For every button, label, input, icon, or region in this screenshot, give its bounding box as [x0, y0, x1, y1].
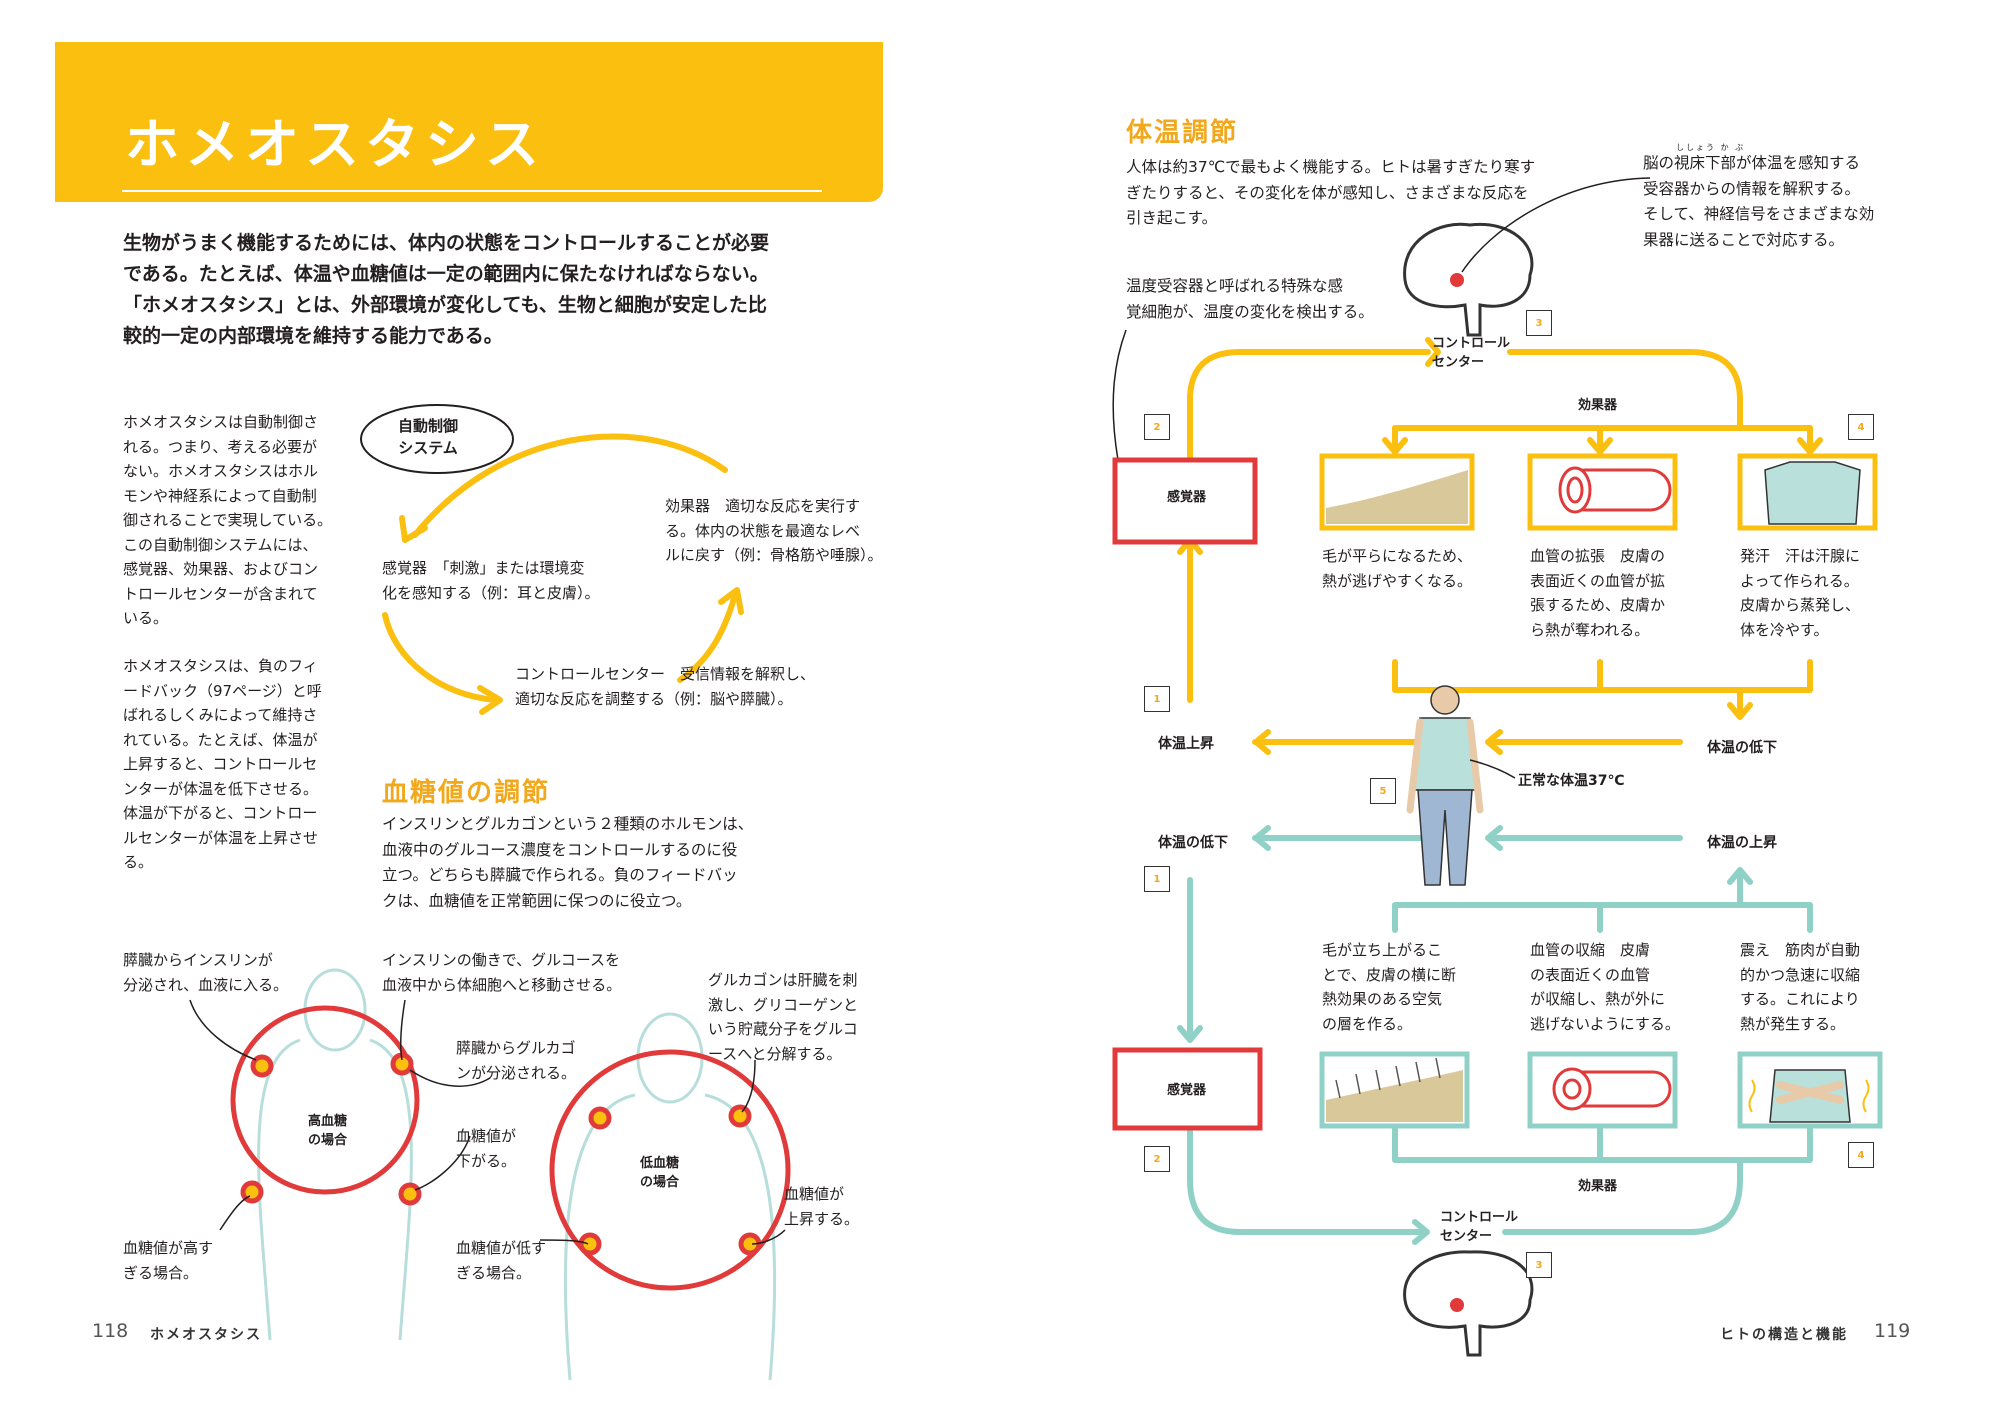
sweat-shirt-illustration — [1764, 461, 1861, 525]
step-number-4-top: 4 — [1848, 414, 1874, 440]
low-sugar-loop — [549, 1049, 791, 1291]
brain-bottom — [1403, 1250, 1534, 1357]
label-normal-temp: 正常な体温37℃ — [1518, 773, 1625, 789]
cold-loop — [1177, 825, 1813, 1245]
hot-sweat-text: 発汗 汗は汗腺に よって作られる。 皮膚から蒸発し、 体を冷やす。 — [1740, 547, 1861, 639]
step-number-1-top: 1 — [1144, 686, 1170, 712]
cycle-arrowhead-left — [477, 685, 503, 715]
cycle-arrowhead-top — [399, 515, 428, 543]
ruby-annotation: ししょう か ぶ — [1676, 143, 1746, 152]
label-insulin-release: 膵臓からインスリンが 分泌され、血液に入る。 — [123, 951, 289, 994]
vessel-constricted-illustration — [1552, 1067, 1672, 1111]
step-number-4-bottom: 4 — [1848, 1142, 1874, 1168]
skin-raised-illustration — [1326, 1057, 1463, 1122]
hot-loop — [1177, 337, 1823, 755]
page-number-left: 118 — [92, 1320, 129, 1342]
step-number-1-bottom: 1 — [1144, 866, 1170, 892]
hot-vessels-text: 血管の拡張 皮膚の 表面近くの血管が拡 張するため、皮膚か ら熱が奪われる。 — [1530, 547, 1666, 639]
page-number-right: 119 — [1874, 1320, 1911, 1342]
label-low-case: 低血糖 の場合 — [640, 1156, 680, 1190]
control-center-bottom: コントロール センター — [1440, 1210, 1519, 1244]
step-number-2-bottom: 2 — [1144, 1146, 1170, 1172]
label-high-case: 高血糖 の場合 — [308, 1114, 348, 1148]
label-sugar-drops: 血糖値が 下がる。 — [456, 1127, 517, 1170]
cycle-effector-text: 効果器 適切な反応を実行す る。体内の状態を最適なレベ ルに戻す（例：骨格筋や唾… — [665, 497, 883, 564]
title-band — [55, 42, 893, 202]
footer-right: ヒトの構造と機能 — [1720, 1327, 1848, 1343]
temperature-intro: 人体は約37℃で最もよく機能する。ヒトは暑すぎたり寒す ぎたりすると、その変化を… — [1126, 158, 1536, 227]
temperature-heading: 体温調節 — [1126, 118, 1239, 148]
high-sugar-loop — [230, 1005, 420, 1195]
label-high-sugar: 血糖値が高す ぎる場合。 — [123, 1239, 214, 1282]
cycle-arrow-top — [412, 433, 728, 538]
receptor-note: 温度受容器と呼ばれる特殊な感 覚細胞が、温度の変化を検出する。 — [1126, 277, 1374, 321]
label-insulin-action: インスリンの働きで、グルコースを 血液中から体細胞へと移動させる。 — [382, 951, 622, 994]
body-outline-low — [563, 1012, 777, 1381]
cold-hair-text: 毛が立ち上がるこ とで、皮膚の横に断 熱効果のある空気 の層を作る。 — [1322, 941, 1456, 1033]
sensor-label-top: 感覚器 — [1167, 490, 1207, 505]
hot-hair-text: 毛が平らになるため、 熱が逃げやすくなる。 — [1322, 547, 1473, 590]
system-bubble — [360, 404, 514, 474]
sensor-box-cold — [1112, 1047, 1263, 1131]
effectors-label-top: 効果器 — [1578, 398, 1618, 413]
brain-callout — [1461, 177, 1651, 273]
label-temp-drop-cold: 体温の低下 — [1158, 835, 1228, 851]
label-low-sugar: 血糖値が低す ぎる場合。 — [456, 1239, 547, 1282]
label-glucagon-release: 膵臓からグルカゴ ンが分泌される。 — [456, 1039, 577, 1082]
step-number-2-top: 2 — [1144, 414, 1170, 440]
sensor-box-hot — [1112, 457, 1258, 545]
blood-sugar-heading: 血糖値の調節 — [382, 778, 551, 808]
system-bubble-label: 自動制御 システム — [398, 417, 459, 457]
label-temp-drop-hot: 体温の低下 — [1707, 740, 1777, 756]
shiver-illustration — [1748, 1069, 1870, 1123]
normal-callout — [1469, 759, 1516, 779]
step-number-5: 5 — [1370, 778, 1396, 804]
cycle-control-text: コントロールセンター 受信情報を解釈し、 適切な反応を調整する（例：脳や膵臓）。 — [515, 665, 816, 708]
callout-lines — [189, 999, 786, 1245]
receptor-callout — [1112, 329, 1127, 461]
vessel-dilated-illustration — [1558, 466, 1672, 514]
sidebar-paragraph-2: ホメオスタシスは、負のフィ ードバック（97ページ）と呼 ばれるしくみによって維… — [123, 657, 322, 871]
man-illustration — [1406, 685, 1484, 886]
blood-sugar-text: インスリンとグルカゴンという２種類のホルモンは、 血液中のグルコース濃度をコント… — [382, 815, 754, 910]
cycle-arrow-right — [677, 592, 738, 683]
effectors-label-bottom: 効果器 — [1578, 1179, 1618, 1194]
sidebar-paragraph-1: ホメオスタシスは自動制御さ れる。つまり、考える必要が ない。ホメオスタシスはホ… — [123, 413, 333, 627]
skin-flat-illustration — [1326, 470, 1468, 524]
intro-paragraph: 生物がうまく機能するためには、体内の状態をコントロールすることが必要 である。た… — [123, 232, 770, 347]
label-temp-rise: 体温上昇 — [1158, 736, 1214, 752]
sensor-label-bottom: 感覚器 — [1167, 1083, 1207, 1098]
label-sugar-rises: 血糖値が 上昇する。 — [784, 1185, 860, 1228]
page-title: ホメオスタシス — [125, 113, 545, 176]
step-number-3-top: 3 — [1526, 310, 1552, 336]
label-temp-rise-cold: 体温の上昇 — [1707, 835, 1777, 851]
cycle-sensor-text: 感覚器 「刺激」または環境変 化を感知する（例：耳と皮膚）。 — [382, 559, 600, 602]
body-outline-high — [257, 968, 413, 1341]
label-glucagon-action: グルカゴンは肝臓を刺 激し、グリコーゲンと いう貯蔵分子をグルコ ースへと分解す… — [708, 971, 859, 1063]
title-rule — [122, 190, 822, 192]
cold-shiver-text: 震え 筋肉が自動 的かつ急速に収縮 する。これにより 熱が発生する。 — [1740, 941, 1861, 1033]
footer-left: ホメオスタシス — [150, 1327, 262, 1343]
cold-vessels-text: 血管の収縮 皮膚 の表面近くの血管 が収縮し、熱が外に 逃げないようにする。 — [1530, 941, 1680, 1033]
brain-top — [1403, 222, 1534, 337]
brain-note: 脳の視床下部が体温を感知する 受容器からの情報を解釈する。 そして、神経信号をさ… — [1643, 154, 1875, 249]
step-number-3-bottom: 3 — [1526, 1252, 1552, 1278]
cycle-arrowhead-right — [718, 587, 744, 615]
control-center-top: コントロール センター — [1432, 336, 1511, 370]
cycle-arrow-left — [382, 612, 498, 703]
